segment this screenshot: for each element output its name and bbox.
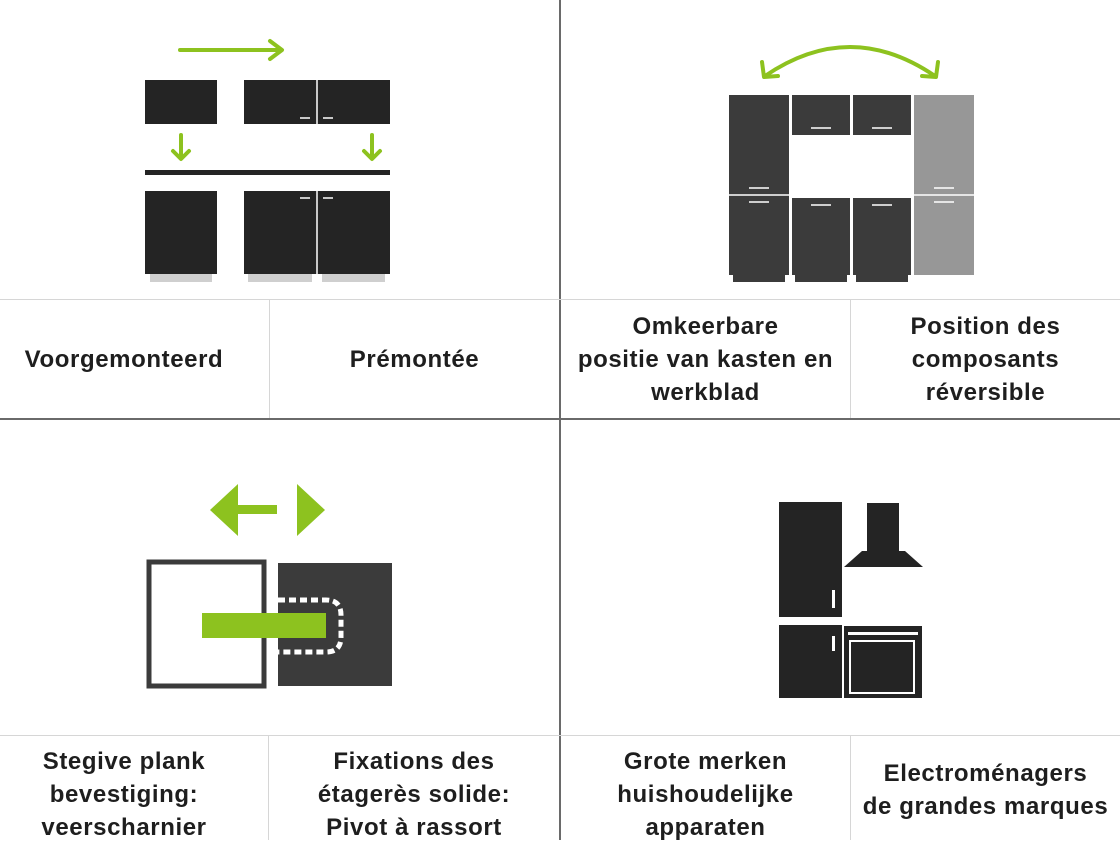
- wall-cabinet-single: [145, 80, 217, 124]
- wall-cabinet: [853, 95, 911, 135]
- plinth: [856, 275, 908, 282]
- feature-label-nl: Stegive plank bevestiging: veerscharnier: [41, 748, 207, 841]
- bottom-label-rule: [0, 735, 1120, 736]
- plinth: [795, 275, 847, 282]
- right-arrow-icon: [178, 39, 284, 61]
- plinth: [733, 275, 785, 282]
- base-cabinet: [853, 198, 911, 275]
- plinth: [150, 274, 212, 282]
- label-split-bottom-left: [268, 736, 269, 840]
- label-split-top-left: [269, 300, 270, 418]
- oven-icon: [844, 626, 922, 698]
- brand-appliances-illustration: [779, 502, 923, 698]
- wall-cabinet: [792, 95, 850, 135]
- plinth: [248, 274, 312, 282]
- label-split-bottom-right: [850, 736, 851, 840]
- down-arrow-icon: [171, 133, 191, 161]
- base-cabinet-single: [145, 191, 217, 274]
- feature-label-nl: Omkeerbare positie van kasten en werkbla…: [577, 313, 834, 406]
- feature-label-fr: Electroménagers de grandes marques: [862, 760, 1109, 820]
- plinth: [322, 274, 385, 282]
- top-label-rule: [0, 299, 1120, 300]
- feature-label-fr: Position des composants réversible: [910, 313, 1061, 406]
- base-cabinet: [792, 198, 850, 275]
- vertical-divider: [559, 0, 561, 840]
- feature-label-nl: Grote merken huishoudelijke apparaten: [617, 748, 794, 841]
- tall-cabinet-left: [729, 95, 789, 275]
- shelf-bar: [202, 613, 326, 638]
- reversible-illustration: [729, 45, 974, 282]
- curved-arrow-icon: [760, 45, 940, 79]
- tall-cabinet-right: [914, 95, 974, 275]
- down-arrow-icon: [362, 133, 382, 161]
- feature-label-nl: Voorgemonteerd: [24, 346, 224, 373]
- premounted-illustration: [145, 39, 390, 282]
- shelf-fixing-illustration: [146, 484, 392, 689]
- pivot-slot: [278, 597, 344, 655]
- double-arrow-icon: [210, 484, 325, 536]
- worktop: [145, 170, 390, 175]
- feature-label-fr: Prémontée: [349, 346, 480, 373]
- fridge-icon: [779, 502, 842, 698]
- label-split-top-right: [850, 300, 851, 418]
- middle-horizontal-divider: [0, 418, 1120, 420]
- cooker-hood-icon: [844, 503, 923, 567]
- feature-label-fr: Fixations des étagerès solide: Pivot à r…: [317, 748, 511, 841]
